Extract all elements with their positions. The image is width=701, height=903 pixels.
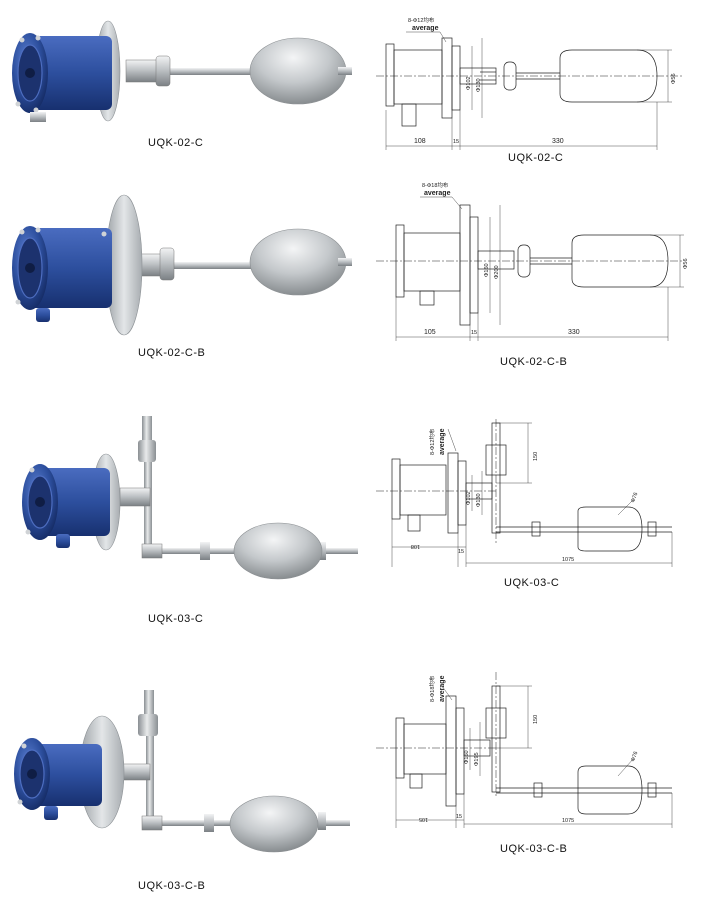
- drawing-note: 8-Φ18均布: [428, 675, 436, 702]
- dimension-left: 108: [414, 138, 426, 145]
- product-caption: UQK-03-C-B: [138, 880, 206, 892]
- diameter-outer: Φ195: [474, 752, 480, 766]
- drawing-note-average: average: [439, 675, 446, 702]
- drawing-caption: UQK-02-C: [508, 152, 564, 164]
- technical-drawing-uqk-03-c-b: 8-Φ18均布 average 105 15 1075 150 Φ160 Φ19…: [376, 672, 673, 828]
- dimension-mid: 15: [458, 549, 464, 555]
- product-caption: UQK-03-C: [148, 613, 204, 625]
- diameter-inner: Φ102: [466, 491, 472, 505]
- diameter-outer: Φ200: [494, 265, 500, 279]
- dimension-left: 108: [411, 543, 420, 549]
- drawing-caption: UQK-02-C-B: [500, 356, 568, 368]
- dimension-vertical: 150: [533, 452, 539, 461]
- drawing-note: 8-Φ12均布: [408, 16, 435, 24]
- drawing-caption: UQK-03-C-B: [500, 843, 568, 855]
- product-photo-uqk-03-c: [22, 416, 358, 580]
- diameter-float: Φ76: [630, 751, 639, 763]
- product-caption: UQK-02-C: [148, 137, 204, 149]
- diameter-float: Φ56: [671, 73, 677, 84]
- product-caption: UQK-02-C-B: [138, 347, 206, 359]
- dimension-mid: 15: [456, 814, 462, 820]
- technical-drawing-uqk-02-c-b: 8-Φ18均布 average 105 15 330 Φ160 Φ200 Φ56: [376, 181, 689, 341]
- dimension-right: 1075: [562, 818, 574, 824]
- diameter-outer: Φ130: [476, 493, 482, 507]
- product-photo-uqk-03-c-b: [14, 690, 350, 853]
- drawing-note-average: average: [439, 428, 446, 455]
- drawing-note: 8-Φ12均布: [428, 428, 436, 455]
- drawing-note: 8-Φ18均布: [422, 181, 449, 189]
- dimension-right: 1075: [562, 557, 574, 563]
- product-photo-uqk-02-c: [12, 20, 352, 122]
- diameter-float: Φ56: [683, 258, 689, 269]
- product-photo-uqk-02-c-b: [12, 194, 352, 336]
- technical-drawing-uqk-03-c: 8-Φ12均布 average 108 15 1075 150 Φ102 Φ13…: [376, 419, 673, 567]
- dimension-left: 105: [419, 816, 428, 822]
- diameter-float: Φ76: [630, 492, 639, 504]
- dimension-mid: 15: [453, 139, 459, 145]
- dimension-vertical: 150: [533, 715, 539, 724]
- dimension-mid: 15: [471, 330, 477, 336]
- dimension-right: 330: [568, 329, 580, 336]
- drawing-note-average: average: [412, 25, 439, 32]
- dimension-left: 105: [424, 329, 436, 336]
- diameter-inner: Φ160: [464, 750, 470, 764]
- diameter-inner: Φ102: [466, 76, 472, 90]
- drawing-note-average: average: [424, 190, 451, 197]
- drawing-caption: UQK-03-C: [504, 577, 560, 589]
- technical-drawing-uqk-02-c: 8-Φ12均布 average 108 15 330 Φ102 Φ130 Φ56: [376, 16, 682, 150]
- dimension-right: 330: [552, 138, 564, 145]
- diameter-outer: Φ130: [476, 78, 482, 92]
- diameter-inner: Φ160: [484, 263, 490, 277]
